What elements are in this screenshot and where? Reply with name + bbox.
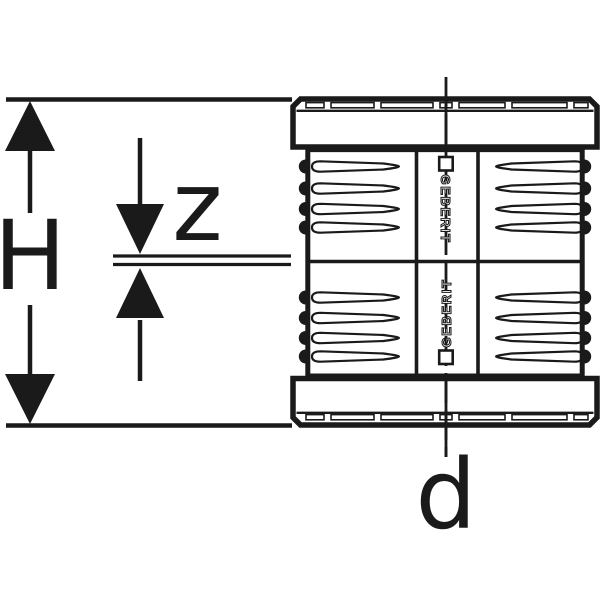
height-label: H — [0, 200, 66, 312]
clamp-slot — [511, 101, 568, 109]
diameter-label: d — [416, 439, 477, 551]
dimension-diameter: d — [416, 439, 477, 551]
clamp-slot — [458, 413, 506, 421]
clamp-slot — [305, 101, 325, 109]
coupling-drawing: GEBERIT GEBERIT — [290, 77, 600, 457]
clamp-slot — [380, 413, 434, 421]
brand-text-top: GEBERIT — [438, 175, 453, 244]
clamp-slot — [380, 101, 434, 109]
dimension-height: H — [0, 97, 292, 428]
clamp-slot — [573, 413, 589, 421]
clamp-slot — [458, 101, 506, 109]
brand-marking-top: GEBERIT — [437, 155, 455, 244]
clamp-slot — [511, 413, 568, 421]
offset-label: z — [172, 151, 222, 263]
brand-text-bottom: GEBERIT — [439, 279, 454, 348]
up-arrow-icon — [116, 268, 164, 318]
brand-marking-bottom: GEBERIT — [437, 278, 455, 366]
down-arrow-icon — [5, 374, 55, 424]
clamp-slot — [305, 413, 325, 421]
dimension-offset: z — [113, 138, 291, 381]
brand-logo-square-icon — [437, 155, 455, 172]
clamp-slot — [330, 413, 375, 421]
brand-logo-square-icon — [437, 349, 455, 366]
up-arrow-icon — [5, 101, 55, 151]
clamp-slot — [330, 101, 375, 109]
down-arrow-icon — [116, 204, 164, 254]
clamp-slot — [573, 101, 589, 109]
